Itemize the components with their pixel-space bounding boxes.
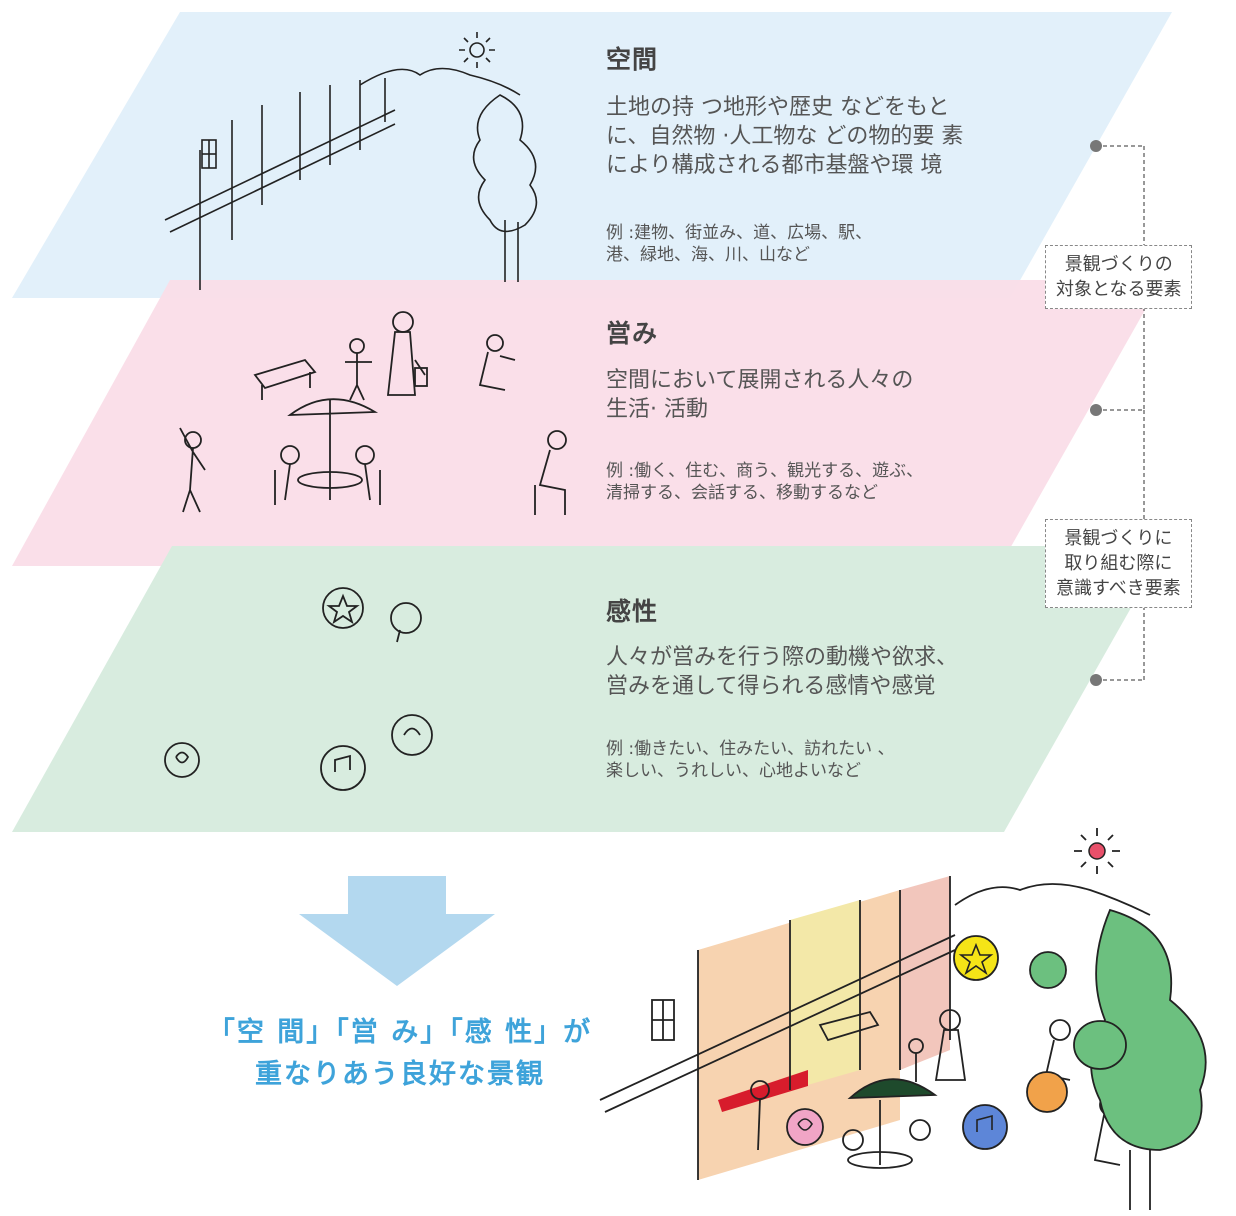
result-caption: 「空 間」「営 み」「感 性」が 重なりあう良好な景観 — [207, 1017, 593, 1090]
connector-dot-activity — [1090, 404, 1102, 416]
space-illustration — [164, 32, 538, 290]
sensibility-description: 人々が営みを行う際の動機や欲求、 営みを通して得られる感情や感覚 — [606, 645, 959, 699]
result-arrow — [299, 876, 495, 986]
connector-dot-space — [1090, 140, 1102, 152]
sensibility-layer-plane — [12, 546, 1166, 832]
sensibility-title: 感性 — [606, 597, 659, 626]
activity-title: 営み — [606, 319, 659, 348]
activity-illustration — [179, 311, 567, 515]
activity-examples: 例 :働く、住む、商う、観光する、遊ぶ、 清掃する、会話する、移動するなど — [606, 461, 924, 503]
space-layer-plane — [12, 12, 1172, 298]
sensibility-bubbles — [164, 587, 433, 791]
activity-description: 空間において展開される人々の 生活· 活動 — [606, 368, 914, 422]
target-elements-label: 景観づくりの 対象となる要素 — [1045, 245, 1193, 309]
space-description: 土地の持 つ地形や歴史 などをもと に、自然物 ·人工物な どの物的要 素 によ… — [606, 95, 964, 178]
activity-layer-plane — [12, 280, 1162, 566]
sensibility-examples: 例 :働きたい、住みたい、訪れたい 、 楽しい、うれしい、心地よいなど — [606, 739, 895, 781]
space-title: 空間 — [606, 45, 659, 74]
awareness-elements-label: 景観づくりに 取り組む際に 意識すべき要素 — [1045, 519, 1192, 608]
space-examples: 例 :建物、街並み、道、広場、駅、 港、緑地、海、川、山など — [606, 223, 873, 265]
connector-dot-sensibility — [1090, 674, 1102, 686]
composite-scene — [599, 828, 1207, 1210]
